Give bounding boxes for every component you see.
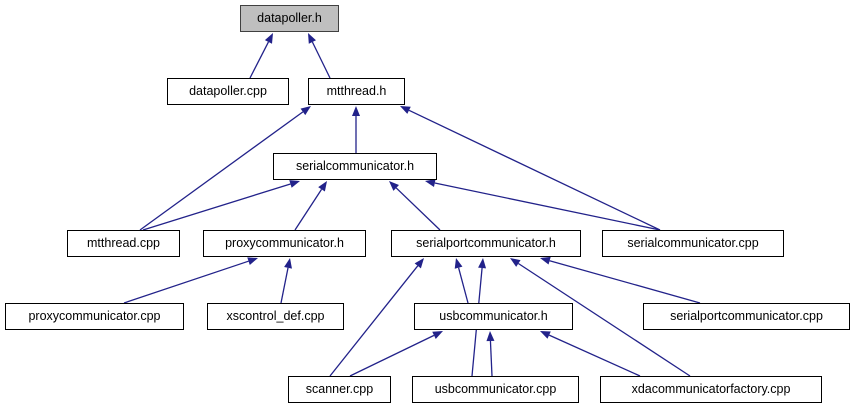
graph-arrowhead-xscontrol_def_cpp-to-proxycommunicator_h [284, 258, 292, 269]
graph-node-proxycommunicator_h[interactable]: proxycommunicator.h [203, 230, 366, 257]
graph-arrowhead-serialcommunicator_cpp-to-mtthread_h [400, 106, 411, 114]
graph-node-serialcommunicator_h[interactable]: serialcommunicator.h [273, 153, 437, 180]
graph-arrowhead-serialcommunicator_cpp-to-serialcommunicator_h [425, 179, 436, 187]
graph-arrowhead-serialportcommunicator_cpp-to-serialportcommunicator_h [540, 256, 551, 265]
graph-arrowhead-proxycommunicator_h-to-serialcommunicator_h [318, 181, 327, 192]
graph-edge-usbcommunicator_h-to-serialportcommunicator_h [457, 267, 469, 304]
graph-node-scanner_cpp[interactable]: scanner.cpp [288, 376, 391, 403]
graph-node-mtthread_h[interactable]: mtthread.h [308, 78, 405, 105]
graph-arrowhead-scanner_cpp-to-usbcommunicator_h [432, 331, 443, 339]
graph-edge-xdacommunicatorfactory_cpp-to-usbcommunicator_h [548, 334, 641, 377]
graph-node-serialportcommunicator_cpp[interactable]: serialportcommunicator.cpp [643, 303, 850, 330]
graph-edge-scanner_cpp-to-usbcommunicator_h [349, 334, 435, 377]
graph-arrowhead-serialcommunicator_h-to-mtthread_h [352, 106, 360, 116]
graph-arrowhead-usbcommunicator_h-to-serialportcommunicator_h [454, 258, 463, 269]
graph-edge-mtthread_cpp-to-serialcommunicator_h [142, 183, 291, 231]
graph-node-usbcommunicator_cpp[interactable]: usbcommunicator.cpp [412, 376, 579, 403]
graph-arrowhead-serialportcommunicator_h-to-serialcommunicator_h [389, 181, 399, 191]
graph-edge-serialportcommunicator_h-to-serialcommunicator_h [395, 187, 441, 231]
graph-edge-xscontrol_def_cpp-to-proxycommunicator_h [280, 267, 289, 304]
graph-arrowhead-usbcommunicator_cpp-to-usbcommunicator_h [486, 331, 495, 342]
graph-node-datapoller_h[interactable]: datapoller.h [240, 5, 339, 32]
graph-arrowhead-mtthread_h-to-datapoller_h [308, 33, 316, 44]
graph-node-mtthread_cpp[interactable]: mtthread.cpp [67, 230, 180, 257]
graph-node-xscontrol_def_cpp[interactable]: xscontrol_def.cpp [207, 303, 344, 330]
graph-edge-usbcommunicator_cpp-to-usbcommunicator_h [489, 340, 493, 377]
graph-arrowhead-datapoller_cpp-to-datapoller_h [264, 33, 273, 44]
graph-arrowhead-mtthread_cpp-to-serialcommunicator_h [289, 180, 300, 188]
graph-node-serialcommunicator_cpp[interactable]: serialcommunicator.cpp [602, 230, 784, 257]
graph-node-serialportcommunicator_h[interactable]: serialportcommunicator.h [391, 230, 581, 257]
graph-edge-proxycommunicator_h-to-serialcommunicator_h [294, 189, 323, 231]
graph-edge-serialcommunicator_cpp-to-mtthread_h [408, 109, 661, 231]
graph-node-datapoller_cpp[interactable]: datapoller.cpp [167, 78, 289, 105]
graph-edge-serialcommunicator_cpp-to-serialcommunicator_h [434, 182, 661, 231]
graph-edge-datapoller_cpp-to-datapoller_h [249, 41, 270, 79]
graph-node-usbcommunicator_h[interactable]: usbcommunicator.h [414, 303, 573, 330]
graph-edge-serialportcommunicator_cpp-to-serialportcommunicator_h [549, 260, 701, 304]
graph-arrowhead-xdacommunicatorfactory_cpp-to-usbcommunicator_h [540, 331, 551, 339]
graph-arrowhead-proxycommunicator_cpp-to-proxycommunicator_h [247, 257, 258, 265]
graph-node-proxycommunicator_cpp[interactable]: proxycommunicator.cpp [5, 303, 184, 330]
graph-edge-mtthread_h-to-datapoller_h [311, 41, 331, 79]
graph-edge-proxycommunicator_cpp-to-proxycommunicator_h [123, 260, 249, 304]
graph-node-xdacommunicatorfactory_cpp[interactable]: xdacommunicatorfactory.cpp [600, 376, 822, 403]
graph-arrowhead-scanner_cpp-to-serialportcommunicator_h [414, 258, 424, 269]
graph-arrowhead-mtthread_cpp-to-mtthread_h [300, 106, 311, 116]
graph-arrowhead-xdacommunicatorfactory_cpp-to-serialportcommunicator_h [510, 258, 521, 267]
graph-arrowhead-usbcommunicator_cpp-to-serialportcommunicator_h [478, 258, 487, 269]
